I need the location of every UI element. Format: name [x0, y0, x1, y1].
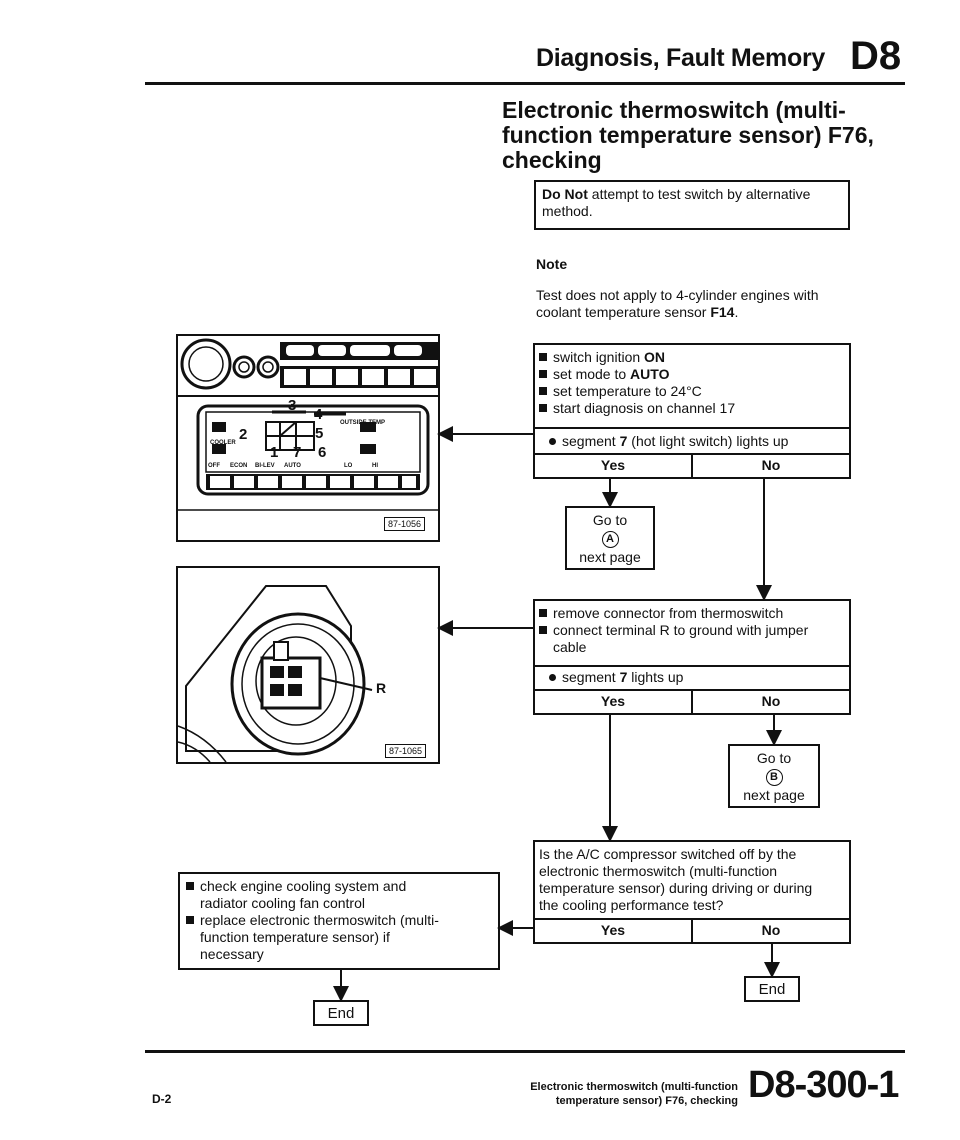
step3-line4: the cooling performance test? [539, 897, 724, 913]
footer-caption: Electronic thermoswitch (multi-function … [500, 1080, 738, 1108]
section-title-line1: Electronic thermoswitch (multi- [502, 97, 846, 123]
panel-label-cooler: COOLER [210, 440, 236, 446]
panel-num-4: 4 [314, 406, 323, 423]
remedy-item1a: check engine cooling system and [186, 878, 492, 895]
warning-box: Do Not attempt to test switch by alterna… [534, 180, 850, 230]
step2-check: segment 7 lights up [535, 669, 683, 686]
section-title-line3: checking [502, 147, 602, 173]
goto-a-line1: Go to [592, 512, 628, 528]
step3-box: Is the A/C compressor switched off by th… [533, 840, 851, 944]
header-code: D8 [850, 34, 902, 78]
remedy-item2c: necessary [200, 946, 264, 962]
footer-caption-line2: temperature sensor) F76, checking [555, 1095, 738, 1107]
note-heading: Note [536, 256, 568, 272]
step1-yes: Yes [600, 457, 626, 473]
panel-num-3: 3 [288, 397, 297, 414]
step1-item-1: switch ignition ON [539, 349, 845, 366]
step2-box: remove connector from thermoswitch conne… [533, 599, 851, 715]
panel-num-1: 1 [270, 444, 279, 461]
goto-b-line1: Go to [756, 750, 792, 766]
footer-caption-line1: Electronic thermoswitch (multi-function [530, 1081, 738, 1093]
step2-item-2b: cable [553, 639, 587, 655]
remedy-item2b: function temperature sensor) if [200, 929, 390, 945]
panel-label-hi: HI [372, 463, 378, 469]
warning-bold: Do Not [542, 186, 588, 202]
connector-drawing [176, 566, 440, 764]
step3-no: No [761, 922, 781, 938]
step1-check: segment 7 (hot light switch) lights up [535, 433, 788, 450]
header-rule [145, 82, 905, 85]
step3-line1: Is the A/C compressor switched off by th… [539, 846, 797, 862]
step1-items: switch ignition ON set mode to AUTO set … [535, 345, 849, 417]
end-right-label: End [758, 981, 786, 998]
step2-item-1: remove connector from thermoswitch [539, 605, 845, 622]
goto-a-box: Go to A next page [565, 506, 655, 570]
step3-line2: electronic thermoswitch (multi-function [539, 863, 778, 879]
panel-num-2: 2 [239, 426, 248, 443]
step1-no: No [761, 457, 781, 473]
footer-page-number: D-2 [152, 1092, 172, 1106]
goto-a-circle: A [601, 531, 619, 548]
panel-label-auto: AUTO [284, 463, 301, 469]
note-line2: coolant temperature sensor F14. [536, 304, 739, 320]
figure1-tag: 87-1056 [384, 517, 426, 531]
figure2-tag: 87-1065 [385, 744, 427, 758]
step1-item-4: start diagnosis on channel 17 [539, 400, 845, 417]
step3-line3: temperature sensor) during driving or du… [539, 880, 813, 896]
panel-num-7: 7 [293, 444, 302, 461]
remedy-item1b: radiator cooling fan control [200, 895, 365, 911]
header-title: Diagnosis, Fault Memory [536, 44, 825, 72]
step1-item-3: set temperature to 24°C [539, 383, 845, 400]
panel-label-outside-temp: OUTSIDE TEMP [340, 420, 386, 426]
step2-no: No [761, 693, 781, 709]
warning-text2: method. [542, 203, 593, 219]
step3-yes: Yes [600, 922, 626, 938]
goto-a-line3: next page [579, 549, 641, 565]
connector-label-r: R [376, 680, 387, 696]
climate-panel-drawing [176, 334, 440, 542]
panel-label-off: OFF [208, 463, 220, 469]
end-left-label: End [327, 1005, 355, 1022]
step2-yes: Yes [600, 693, 626, 709]
remedy-box: check engine cooling system and radiator… [178, 872, 500, 970]
panel-num-6: 6 [318, 444, 327, 461]
section-title-line2: function temperature sensor) F76, [502, 122, 874, 148]
panel-label-bilev: BI-LEV [255, 463, 275, 469]
goto-b-circle: B [765, 769, 783, 786]
footer-rule [145, 1050, 905, 1053]
step1-box: switch ignition ON set mode to AUTO set … [533, 343, 851, 479]
step3-question: Is the A/C compressor switched off by th… [535, 842, 849, 914]
footer-code: D8-300-1 [748, 1064, 899, 1106]
step1-item-2: set mode to AUTO [539, 366, 845, 383]
panel-num-5: 5 [315, 425, 324, 442]
step2-items: remove connector from thermoswitch conne… [535, 601, 849, 656]
goto-b-box: Go to B next page [728, 744, 820, 808]
step2-item-2a: connect terminal R to ground with jumper [539, 622, 845, 639]
note-line1: Test does not apply to 4-cylinder engine… [536, 287, 819, 303]
warning-text1: attempt to test switch by alternative [587, 186, 811, 202]
goto-b-line3: next page [743, 787, 805, 803]
remedy-item2a: replace electronic thermoswitch (multi- [186, 912, 492, 929]
panel-label-lo: LO [344, 463, 353, 469]
note: Note Test does not apply to 4-cylinder e… [536, 256, 866, 321]
section-title: Electronic thermoswitch (multi- function… [502, 98, 874, 173]
panel-label-econ: ECON [230, 463, 248, 469]
